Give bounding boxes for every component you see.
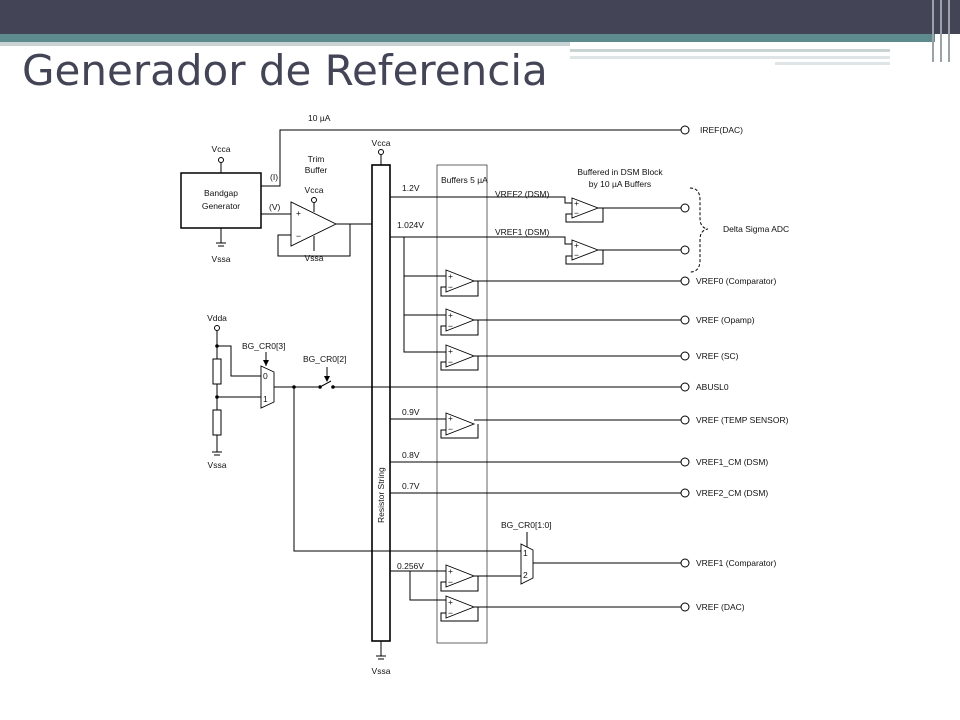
bandgap-vcc: Vcca: [212, 144, 231, 154]
svg-text:1: 1: [523, 548, 528, 558]
vref2-dsm-label: VREF2 (DSM): [495, 189, 549, 199]
resistor-vss: Vssa: [372, 666, 391, 676]
svg-text:+: +: [296, 208, 301, 218]
bandgap-label-1: Bandgap: [204, 188, 238, 198]
output-iref-dac: IREF(DAC): [700, 125, 743, 135]
svg-text:+: +: [448, 346, 453, 356]
svg-text:−: −: [448, 282, 453, 292]
output-vref-dac: VREF (DAC): [696, 602, 745, 612]
voltage-out-label: (V): [269, 202, 281, 212]
trim-vss: Vssa: [305, 253, 324, 263]
accent-stripe: [0, 34, 935, 42]
divider-vdd: Vdda: [207, 313, 227, 323]
iref-current-label: 10 µA: [308, 113, 331, 123]
decor-line: [932, 0, 934, 62]
vref1-dsm-label: VREF1 (DSM): [495, 227, 549, 237]
svg-text:−: −: [574, 250, 579, 260]
svg-text:−: −: [448, 608, 453, 618]
mux-top-label: BG_CR0[3]: [242, 341, 285, 351]
bandgap-label-2: Generator: [202, 201, 240, 211]
bandgap-vss: Vssa: [212, 254, 231, 264]
mux-bottom-label: BG_CR0[1:0]: [501, 520, 552, 530]
mux-bg-cr0-1-0: 1 2 BG_CR0[1:0]: [501, 520, 552, 585]
tap-1-2v: 1.2V: [402, 183, 420, 193]
trim-label-2: Buffer: [305, 165, 328, 175]
buffers-label: Buffers 5 µA: [441, 175, 488, 185]
bandgap-generator: Bandgap Generator Vcca Vssa (I) (V): [180, 144, 281, 264]
svg-text:−: −: [448, 424, 453, 434]
tap-0-256v: 0.256V: [397, 561, 424, 571]
tap-0-8v: 0.8V: [402, 450, 420, 460]
header-bar: [0, 0, 960, 34]
switch-label: BG_CR0[2]: [303, 354, 346, 364]
trim-label-1: Trim: [308, 154, 325, 164]
switch-bg-cr0-2: BG_CR0[2]: [303, 354, 346, 389]
dsm-note-1: Buffered in DSM Block: [577, 167, 663, 177]
svg-text:+: +: [574, 198, 579, 208]
divider-vss: Vssa: [208, 460, 227, 470]
svg-text:+: +: [574, 240, 579, 250]
tap-0-9v: 0.9V: [402, 407, 420, 417]
resistor-string: Resistor String Vcca Vssa: [371, 138, 391, 676]
svg-text:+: +: [448, 597, 453, 607]
svg-text:−: −: [448, 577, 453, 587]
svg-text:+: +: [448, 566, 453, 576]
slide-title: Generador de Referencia: [22, 46, 548, 95]
svg-text:2: 2: [523, 570, 528, 580]
output-abusl0: ABUSL0: [696, 382, 729, 392]
output-vref-temp-sensor: VREF (TEMP SENSOR): [696, 415, 789, 425]
tap-1-024v: 1.024V: [397, 220, 424, 230]
dsm-note-2: by 10 µA Buffers: [589, 179, 651, 189]
decor-line: [948, 0, 950, 62]
svg-text:−: −: [448, 357, 453, 367]
delta-sigma-label: Delta Sigma ADC: [723, 224, 789, 234]
svg-text:−: −: [296, 231, 301, 241]
output-vref-opamp: VREF (Opamp): [696, 315, 755, 325]
output-vref2-cm-dsm: VREF2_CM (DSM): [696, 488, 768, 498]
bias-divider: Vdda Vssa: [207, 313, 227, 470]
accent-stripe-light: [570, 49, 890, 52]
trim-vcc: Vcca: [305, 185, 324, 195]
output-vref-sc: VREF (SC): [696, 351, 739, 361]
output-vref1-cm-dsm: VREF1_CM (DSM): [696, 457, 768, 467]
output-terminals: IREF(DAC) VREF0 (Comparator) VREF (Opamp…: [680, 125, 789, 612]
accent-stripe-light: [775, 62, 890, 65]
svg-text:+: +: [448, 413, 453, 423]
current-out-label: (I): [270, 172, 278, 182]
resistor-string-label: Resistor String: [376, 467, 386, 523]
accent-stripe-light: [0, 42, 570, 46]
trim-buffer: + − Trim Buffer Vcca Vssa: [290, 154, 338, 263]
svg-text:+: +: [448, 310, 453, 320]
svg-text:−: −: [574, 208, 579, 218]
mux-bg-cr0-3: 0 1 BG_CR0[3]: [242, 341, 285, 409]
svg-text:−: −: [448, 321, 453, 331]
svg-text:+: +: [448, 271, 453, 281]
output-vref1-comparator: VREF1 (Comparator): [696, 558, 776, 568]
resistor-vcc: Vcca: [372, 138, 391, 148]
svg-text:1: 1: [263, 394, 268, 404]
accent-stripe-light: [570, 56, 890, 59]
svg-text:0: 0: [263, 371, 268, 381]
decor-line: [940, 0, 942, 62]
tap-0-7v: 0.7V: [402, 481, 420, 491]
buffers-box: [436, 164, 488, 644]
output-vref0-comparator: VREF0 (Comparator): [696, 276, 776, 286]
